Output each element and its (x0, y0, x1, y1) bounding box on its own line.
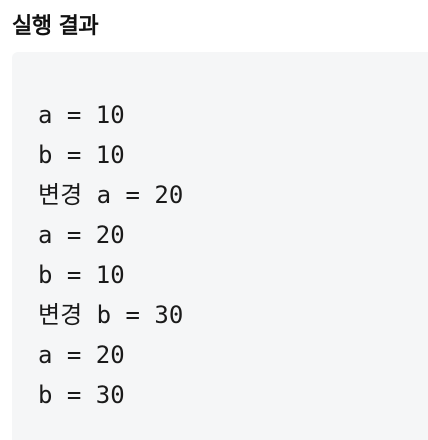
section-title: 실행 결과 (12, 14, 99, 39)
output-line: 변경 b = 30 (38, 301, 184, 329)
output-line: 변경 a = 20 (38, 181, 184, 209)
output-line: a = 20 (38, 221, 125, 249)
output-block: a = 10 b = 10 변경 a = 20 a = 20 b = 10 변경… (12, 52, 428, 440)
output-line: b = 30 (38, 381, 125, 409)
output-line: a = 10 (38, 101, 125, 129)
output-line: b = 10 (38, 141, 125, 169)
output-line: a = 20 (38, 341, 125, 369)
output-line: b = 10 (38, 261, 125, 289)
